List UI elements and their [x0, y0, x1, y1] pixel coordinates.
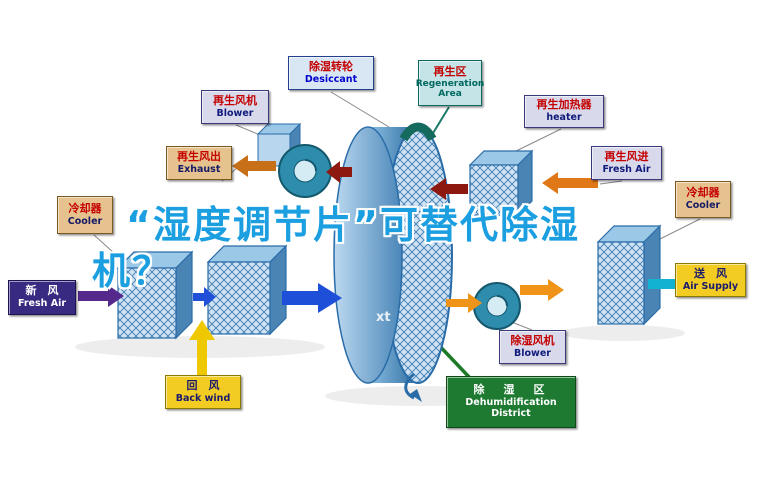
rotation-arrow-head [410, 389, 422, 402]
dehumid-blower-fan [473, 282, 521, 330]
label-desiccant-en: Desiccant [304, 73, 358, 85]
regeneration-sector [399, 122, 437, 142]
desiccant-wheel [333, 122, 453, 402]
label-regeneration-area-en: Regeneration Area [415, 78, 485, 100]
label-regen-blower-en: Blower [216, 107, 254, 119]
label-back-wind-zh: 回 风 [186, 378, 220, 392]
wheel-to-blower-arrow [446, 293, 482, 313]
label-back-wind: 回 风 Back wind [165, 375, 241, 409]
label-dehumid-blower: 除湿风机 Blower [499, 330, 566, 364]
fresh-air-in-arrow [78, 285, 124, 307]
label-cooler-right: 冷却器 Cooler [675, 181, 731, 218]
wheel-face-front [333, 126, 403, 384]
return-air-arrow [189, 320, 215, 378]
label-dehumid-blower-en: Blower [514, 347, 551, 359]
leader-heater [511, 128, 562, 154]
label-regen-fresh-air-en: Fresh Air [602, 163, 651, 175]
label-fresh-air: 新 风 Fresh Air [8, 280, 76, 315]
label-cooler-left: 冷却器 Cooler [57, 196, 113, 234]
leader-desiccant [330, 91, 390, 128]
supply-coil-box [596, 224, 662, 326]
label-desiccant: 除湿转轮 Desiccant [288, 56, 374, 90]
label-heater-en: heater [546, 112, 582, 124]
rotation-arrow [404, 372, 415, 400]
wheel-to-regen-blower-arrow [326, 161, 352, 183]
coil-box-left [116, 250, 194, 340]
coil-box-middle [206, 244, 288, 336]
label-cooler-left-en: Cooler [67, 215, 103, 227]
process-arrow-small [193, 287, 216, 307]
label-heater-zh: 再生加热器 [536, 98, 592, 112]
headline-line1: “湿度调节片”可替代除湿 [126, 203, 580, 247]
label-regen-fresh-air-zh: 再生风进 [604, 149, 649, 163]
heater-box [468, 149, 534, 217]
headline-line2: 机？ [92, 249, 173, 293]
label-air-supply-zh: 送 风 [694, 266, 727, 280]
leader-cooler-left [93, 234, 125, 263]
label-desiccant-zh: 除湿转轮 [309, 59, 353, 73]
label-air-supply-en: Air Supply [682, 280, 739, 292]
label-dehumid-district: 除 湿 区 Dehumidification District [446, 376, 576, 428]
label-regen-fresh-air: 再生风进 Fresh Air [591, 146, 662, 180]
label-exhaust-en: Exhaust [177, 163, 221, 175]
label-cooler-left-zh: 冷却器 [68, 201, 102, 215]
label-fresh-air-en: Fresh Air [17, 298, 67, 310]
label-dehumid-district-en2: District [491, 408, 531, 420]
label-cooler-right-zh: 冷却器 [686, 186, 720, 200]
leader-cooler-right [655, 218, 701, 242]
process-arrow-to-wheel [282, 283, 342, 313]
blower-to-coil-arrow [520, 279, 564, 301]
label-cooler-right-en: Cooler [685, 200, 721, 212]
leader-regen-fresh-air [599, 180, 623, 185]
label-back-wind-en: Back wind [175, 392, 231, 404]
regen-blower-fan [278, 144, 332, 198]
label-dehumid-district-en1: Dehumidification [465, 397, 557, 409]
regen-inlet-arrow [542, 172, 598, 194]
label-dehumid-district-zh: 除 湿 区 [473, 383, 549, 397]
label-exhaust-zh: 再生风出 [177, 149, 221, 163]
label-exhaust: 再生风出 Exhaust [166, 146, 232, 180]
exhaust-arrow [232, 155, 276, 177]
heater-to-wheel-arrow [430, 178, 468, 200]
label-heater: 再生加热器 heater [524, 95, 604, 128]
label-air-supply: 送 风 Air Supply [675, 263, 746, 297]
label-regeneration-area-zh: 再生区 [433, 64, 467, 78]
watermark-text: xt [376, 310, 391, 325]
label-fresh-air-zh: 新 风 [25, 284, 59, 298]
label-regeneration-area: 再生区 Regeneration Area [415, 60, 485, 106]
label-regen-blower: 再生风机 Blower [201, 90, 269, 124]
label-regen-blower-zh: 再生风机 [213, 93, 257, 107]
label-dehumid-blower-zh: 除湿风机 [510, 333, 555, 347]
